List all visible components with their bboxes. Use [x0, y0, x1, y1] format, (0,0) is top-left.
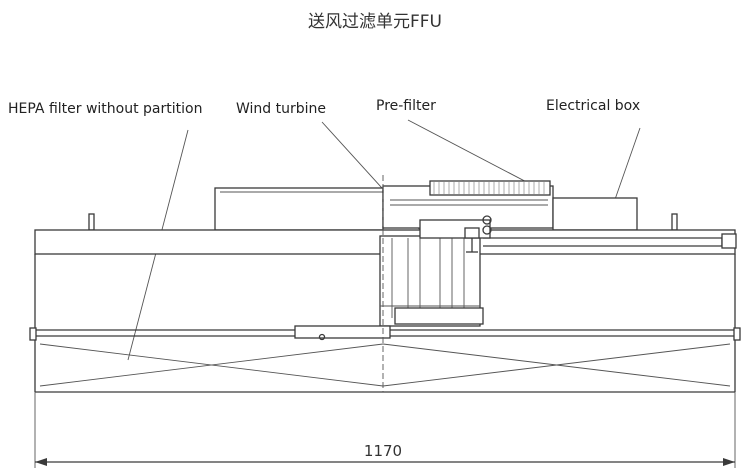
- pre-filter-pleats: [433, 182, 545, 194]
- callout-pre-filter-label: Pre-filter: [376, 98, 436, 114]
- callout-electrical-box-label: Electrical box: [546, 98, 640, 114]
- leader-pre-filter: [407, 119, 539, 189]
- wind-turbine-assembly: [294, 215, 492, 341]
- leader-electrical-box: [611, 127, 641, 209]
- dimension-width-label: 1170: [364, 442, 402, 460]
- callout-hepa-filter-label: HEPA filter without partition: [8, 101, 202, 117]
- callout-wind-turbine-label: Wind turbine: [236, 101, 326, 117]
- hepa-filter-cross: [39, 343, 731, 387]
- diagram-title: 送风过滤单元FFU: [308, 12, 442, 32]
- width-dimension: 1170: [34, 392, 736, 468]
- electrical-box: [552, 197, 638, 231]
